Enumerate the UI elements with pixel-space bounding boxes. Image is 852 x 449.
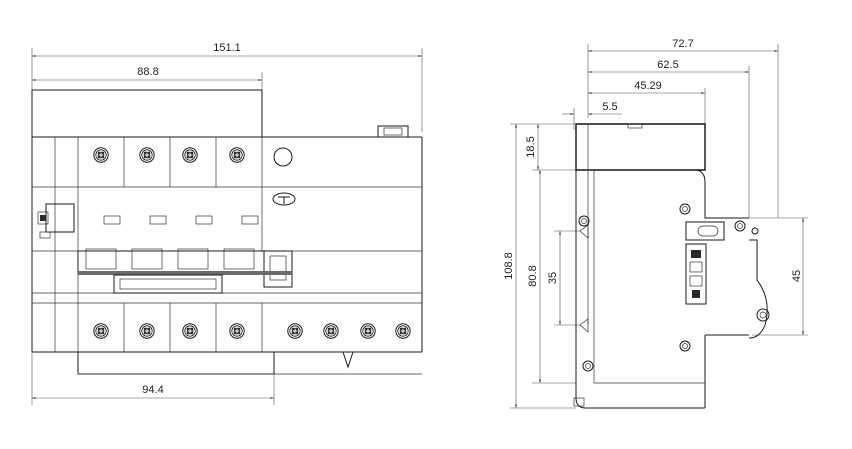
terminal-screw-icon — [139, 323, 155, 339]
terminal-screw-icon — [93, 147, 109, 163]
label-plate — [685, 243, 707, 305]
dim-label-body-height: 80.8 — [527, 265, 539, 286]
dim-handle-height: 45 — [740, 217, 808, 336]
terminal-screw-icon — [93, 323, 109, 339]
top-clip — [377, 125, 409, 138]
dim-label-depth-total: 72.7 — [672, 38, 693, 50]
terminal-screw-icon — [229, 323, 245, 339]
terminal-screw-icon — [229, 147, 245, 163]
side-body — [573, 123, 759, 409]
front-view: 151.1 88.8 — [31, 42, 423, 405]
device-body — [31, 136, 423, 353]
test-button — [37, 203, 75, 239]
dim-label-rail-height: 35 — [547, 272, 559, 284]
terminal-screw-icon — [323, 323, 339, 339]
side-view: 72.7 62.5 45.29 5.5 108.8 18.5 — [503, 38, 808, 409]
dim-label-overall-height: 108.8 — [503, 252, 515, 280]
dim-label-total-width: 151.1 — [213, 42, 241, 54]
indicator-window — [273, 147, 293, 167]
trip-indicator-icon — [272, 192, 296, 206]
lower-module — [77, 351, 422, 375]
top-terminal-row — [93, 147, 245, 163]
terminal-screw-icon — [395, 323, 411, 339]
dim-top-step: 18.5 — [525, 124, 576, 171]
terminal-screw-icon — [182, 147, 198, 163]
dim-label-upper-width: 88.8 — [137, 66, 158, 78]
dim-label-depth-inner: 45.29 — [634, 80, 662, 92]
dim-label-top-step: 18.5 — [525, 136, 537, 157]
dim-label-lower-width: 94.4 — [142, 384, 163, 396]
terminal-screw-icon — [139, 147, 155, 163]
dim-overall-height: 108.8 — [503, 123, 576, 409]
dim-depth-mid: 62.5 — [588, 59, 750, 218]
upper-cover — [31, 89, 263, 138]
dim-depth-total: 72.7 — [587, 38, 779, 218]
arrow-down-icon — [342, 351, 354, 369]
dim-upper-width: 88.8 — [32, 66, 263, 138]
terminal-screw-icon — [287, 323, 303, 339]
operating-handle-bar — [77, 248, 293, 294]
terminal-screw-icon — [360, 323, 376, 339]
dim-top-offset: 5.5 — [562, 101, 622, 130]
dim-lower-width: 94.4 — [31, 352, 275, 405]
dim-body-height: 80.8 — [527, 170, 576, 384]
terminal-screw-icon — [182, 323, 198, 339]
side-handle — [685, 221, 770, 339]
bottom-terminal-row — [93, 323, 411, 339]
dim-label-depth-mid: 62.5 — [657, 59, 678, 71]
dim-rail-height: 35 — [547, 230, 580, 326]
dim-depth-inner: 45.29 — [588, 80, 706, 170]
dim-label-handle-height: 45 — [791, 270, 803, 282]
dim-label-top-offset: 5.5 — [602, 101, 617, 113]
